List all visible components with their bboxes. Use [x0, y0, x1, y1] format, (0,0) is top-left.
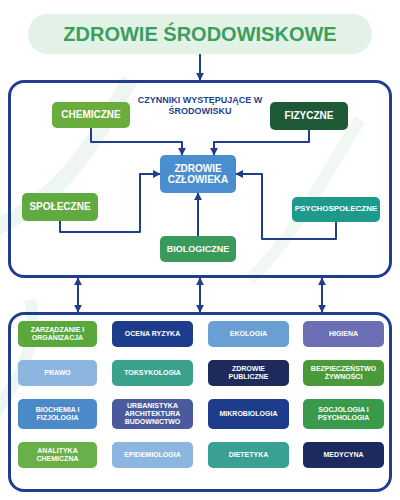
box-label: PSYCHOSPOŁECZNE: [295, 205, 378, 214]
box-label: ZDROWIE PUBLICZNE: [211, 365, 286, 381]
discipline-box: EPIDEMIOLOGIA: [112, 442, 193, 468]
discipline-box: MIKROBIOLOGIA: [208, 399, 289, 429]
box-label: BEZPIECZEŃSTWO ŻYWNOŚCI: [306, 365, 381, 381]
connector-arrow: [214, 130, 309, 155]
connector-arrow: [77, 278, 79, 312]
box-label: EPIDEMIOLOGIA: [124, 451, 180, 459]
factor-box: FIZYCZNE: [270, 102, 348, 130]
factor-box: SPOŁECZNE: [22, 193, 98, 221]
discipline-box: BIOCHEMIA I FIZJOLOGIA: [18, 399, 97, 429]
discipline-box: OCENA RYZYKA: [112, 321, 193, 347]
box-label: CHEMICZNE: [61, 109, 120, 120]
health-box: ZDROWIE CZŁOWIEKA: [160, 155, 236, 193]
discipline-box: SOCJOLOGIA I PSYCHOLOGIA: [303, 399, 384, 429]
connector-arrow: [321, 278, 323, 312]
title-pill: ZDROWIE ŚRODOWISKOWE: [28, 14, 372, 54]
box-label: TOKSYKOLOGIA: [124, 369, 181, 377]
decor-swoosh: [0, 80, 130, 230]
discipline-box: BEZPIECZEŃSTWO ŻYWNOŚCI: [303, 360, 384, 386]
discipline-box: ZARZĄDZANIE I ORGANIZACJA: [18, 321, 97, 347]
connector-arrow: [91, 128, 182, 155]
discipline-box: DIETETYKA: [208, 442, 289, 468]
connector-arrow: [199, 278, 201, 312]
box-label: BIOLOGICZNE: [167, 244, 230, 254]
box-label: EKOLOGIA: [230, 330, 267, 338]
connector-arrow: [197, 193, 199, 236]
disciplines-frame: ZARZĄDZANIE I ORGANIZACJA OCENA RYZYKA EKO…: [8, 312, 392, 492]
box-label: MEDYCYNA: [323, 451, 363, 459]
discipline-box: URBANISTYKA ARCHITEKTURA BUDOWNICTWO: [112, 399, 193, 429]
discipline-box: HIGIENA: [303, 321, 384, 347]
factors-frame: CZYNNIKI WYSTĘPUJĄCE W ŚRODOWISKU CHEMICZ…: [8, 80, 392, 278]
frame-heading: CZYNNIKI WYSTĘPUJĄCE W ŚRODOWISKU: [128, 95, 272, 117]
box-label: SPOŁECZNE: [29, 201, 90, 212]
discipline-box: ANALITYKA CHEMICZNA: [18, 442, 97, 468]
box-label: ZDROWIE ŚRODOWISKOWE: [63, 23, 336, 45]
box-label: PRAWO: [44, 369, 70, 377]
discipline-box: PRAWO: [18, 360, 97, 386]
box-label: OCENA RYZYKA: [125, 330, 180, 338]
box-label: URBANISTYKA ARCHITEKTURA BUDOWNICTWO: [115, 402, 190, 425]
box-label: ANALITYKA CHEMICZNA: [21, 447, 94, 463]
discipline-box: TOKSYKOLOGIA: [112, 360, 193, 386]
box-label: SOCJOLOGIA I PSYCHOLOGIA: [306, 406, 381, 422]
box-label: ZARZĄDZANIE I ORGANIZACJA: [21, 326, 94, 342]
factor-box: PSYCHOSPOŁECZNE: [292, 197, 380, 222]
connector-arrow: [60, 174, 160, 232]
discipline-box: EKOLOGIA: [208, 321, 289, 347]
box-label: BIOCHEMIA I FIZJOLOGIA: [21, 406, 94, 422]
box-label: DIETETYKA: [229, 451, 269, 459]
box-label: FIZYCZNE: [285, 110, 334, 121]
connector-arrow: [236, 174, 336, 239]
box-label: HIGIENA: [329, 330, 358, 338]
factor-box: CHEMICZNE: [52, 102, 130, 128]
connector-arrow: [199, 54, 201, 80]
box-label: MIKROBIOLOGIA: [220, 410, 278, 418]
discipline-box: ZDROWIE PUBLICZNE: [208, 360, 289, 386]
discipline-box: MEDYCYNA: [303, 442, 384, 468]
factor-box: BIOLOGICZNE: [160, 236, 236, 262]
box-label: ZDROWIE CZŁOWIEKA: [163, 163, 233, 185]
